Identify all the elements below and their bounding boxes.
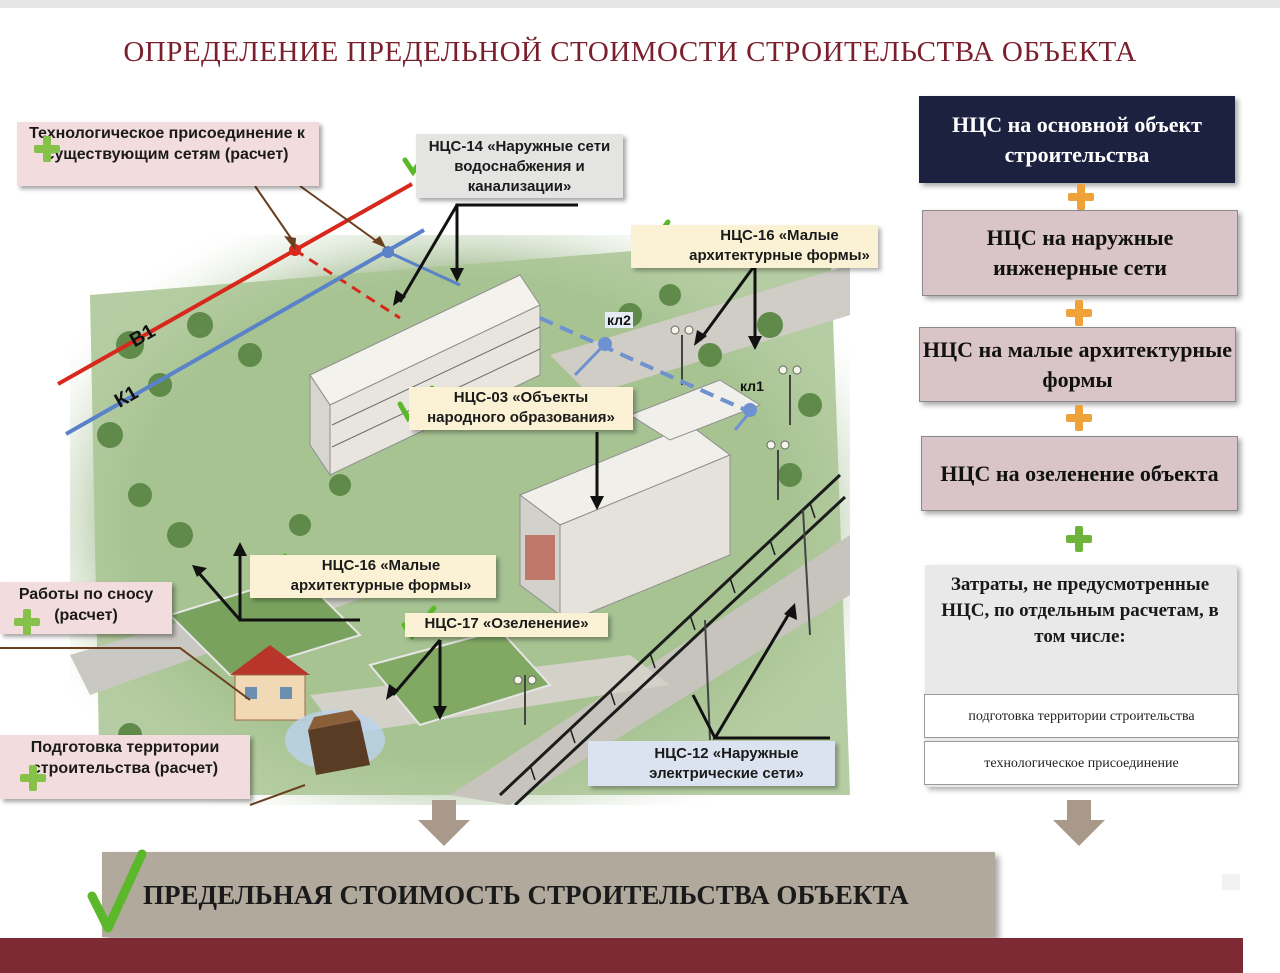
landscaping-box: НЦС на озеленение объекта [921, 436, 1238, 511]
site-illustration [70, 235, 850, 805]
arrow-down-icon [1053, 800, 1105, 846]
small-square [1222, 874, 1240, 890]
arrow-down-icon [418, 800, 470, 846]
result-text: ПРЕДЕЛЬНАЯ СТОИМОСТЬ СТРОИТЕЛЬСТВА ОБЪЕК… [143, 880, 909, 910]
footer-bar [0, 938, 1243, 973]
kl2-mark: кл2 [605, 312, 633, 328]
ncs12-label: НЦС-12 «Наружные электрические сети» [588, 741, 835, 786]
sub-item-tech-connection: технологическое присоединение [924, 741, 1239, 785]
ncs14-label: НЦС-14 «Наружные сети водоснабжения и ка… [416, 134, 623, 198]
ncs03-label: НЦС-03 «Объекты народного образования» [409, 387, 633, 430]
ncs17-label: НЦС-17 «Озеленение» [405, 613, 608, 637]
tech-connection-label: Технологическое присоединение к существу… [17, 122, 319, 186]
tech-connection-text: Технологическое присоединение к существу… [29, 125, 305, 163]
dump-icon [285, 710, 385, 775]
other-costs-text: Затраты, не предусмотренные НЦС, по отде… [941, 574, 1219, 647]
check-icon [87, 849, 147, 933]
lamp-icon [524, 335, 811, 741]
plus-icon [20, 765, 46, 791]
demolition-text: Работы по сносу (расчет) [18, 586, 154, 624]
plus-icon [1066, 405, 1092, 431]
ncs16-mid-label: НЦС-16 «Малые архитектурные формы» [250, 555, 496, 598]
sub-item-site-prep: подготовка территории строительства [924, 694, 1239, 738]
main-object-box: НЦС на основной объект строительства [919, 96, 1235, 183]
small-forms-box: НЦС на малые архитектурные формы [919, 327, 1236, 402]
result-box [102, 852, 995, 937]
ncs16-top-label: НЦС-16 «Малые архитектурные формы» [631, 225, 878, 268]
kl1-mark: кл1 [740, 378, 764, 394]
site-prep-label: Подготовка территории строительства (рас… [0, 735, 250, 799]
top-bar [0, 0, 1280, 8]
page-title: ОПРЕДЕЛЕНИЕ ПРЕДЕЛЬНОЙ СТОИМОСТИ СТРОИТЕ… [123, 36, 1137, 68]
external-networks-box: НЦС на наружные инженерные сети [922, 210, 1238, 296]
plus-icon [14, 609, 40, 635]
plus-icon [1066, 300, 1092, 326]
plus-icon [1066, 526, 1092, 552]
plus-icon [34, 136, 60, 162]
plus-icon [1068, 184, 1094, 210]
demolition-label: Работы по сносу (расчет) [0, 582, 172, 634]
